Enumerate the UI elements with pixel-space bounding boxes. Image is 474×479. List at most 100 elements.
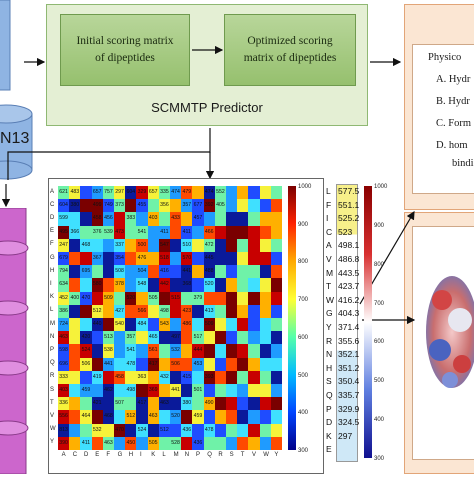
ranked-value: 324.5 <box>338 417 360 428</box>
heatmap-cell <box>259 370 271 384</box>
heatmap-cell <box>91 344 103 358</box>
heatmap-cell <box>270 212 282 226</box>
heatmap-cell: 500 <box>136 238 148 252</box>
heatmap-row-label: G <box>50 254 55 261</box>
heatmap-row-label: K <box>50 294 55 301</box>
heatmap-cell <box>226 370 238 384</box>
heatmap-cell <box>237 423 249 437</box>
heatmap-cell: 457 <box>192 212 204 226</box>
heatmap-cell: 507 <box>114 397 126 411</box>
heatmap-cell <box>270 278 282 292</box>
ranked-letter: R <box>326 335 333 346</box>
heatmap-cell <box>80 199 92 213</box>
heatmap-cell <box>270 318 282 332</box>
heatmap-cell <box>248 265 260 279</box>
heatmap-cell: 417 <box>136 397 148 411</box>
physico-item-d: D. hom <box>436 140 468 151</box>
heatmap-cell <box>214 212 226 226</box>
heatmap-cell <box>226 252 238 266</box>
heatmap-colorbar-tick: 600 <box>298 334 309 341</box>
heatmap-cell: 453 <box>192 357 204 371</box>
heatmap-cell: 390 <box>58 436 70 450</box>
heatmap-cell <box>125 318 137 332</box>
heatmap-cell <box>147 252 159 266</box>
ranked-letter: W <box>326 294 335 305</box>
heatmap-cell: 513 <box>102 331 114 345</box>
heatmap-row-label: A <box>50 188 55 195</box>
heatmap-cell <box>248 357 260 371</box>
heatmap-cell <box>69 436 81 450</box>
box2-line2: matrix of dipeptides <box>243 52 337 64</box>
heatmap-cell <box>147 304 159 318</box>
heatmap-cell <box>237 291 249 305</box>
heatmap-cell <box>114 436 126 450</box>
heatmap-cell <box>248 304 260 318</box>
heatmap-cell: 657 <box>91 186 103 200</box>
heatmap-cell: 498 <box>125 384 137 398</box>
heatmap-cell <box>80 318 92 332</box>
heatmap-cell: 354 <box>114 252 126 266</box>
heatmap-cell <box>192 238 204 252</box>
heatmap-col-label: N <box>184 452 190 458</box>
heatmap-cell <box>248 331 260 345</box>
heatmap-cell <box>158 291 170 305</box>
heatmap-cell: 483 <box>69 186 81 200</box>
heatmap-cell <box>248 318 260 332</box>
heatmap-cell <box>214 370 226 384</box>
heatmap-row-label: D <box>50 215 55 221</box>
heatmap-cell: 363 <box>136 370 148 384</box>
heatmap-cell <box>91 436 103 450</box>
heatmap-cell <box>102 238 114 252</box>
heatmap-cell <box>69 318 81 332</box>
heatmap-cell <box>214 423 226 437</box>
heatmap-cell <box>192 265 204 279</box>
heatmap-cell: 420 <box>80 331 92 345</box>
ranked-value-column <box>336 184 358 462</box>
heatmap-cell <box>125 370 137 384</box>
heatmap-cell <box>125 199 137 213</box>
heatmap-cell <box>170 370 182 384</box>
heatmap-cell <box>80 252 92 266</box>
heatmap-cell <box>203 357 215 371</box>
heatmap-cell <box>69 265 81 279</box>
heatmap-cell <box>270 331 282 345</box>
heatmap-cell <box>181 384 193 398</box>
heatmap-cell: 518 <box>158 252 170 266</box>
heatmap-cell <box>259 265 271 279</box>
ranked-colorbar-tick: 1000 <box>374 184 388 190</box>
heatmap-cell <box>170 265 182 279</box>
heatmap-cell <box>226 278 238 292</box>
heatmap-cell: 378 <box>114 278 126 292</box>
heatmap-colorbar-tick: 800 <box>298 259 309 266</box>
ranked-letter: L <box>326 186 331 196</box>
heatmap-row-label: F <box>50 241 54 248</box>
ranked-colorbar-tick: 900 <box>374 222 385 229</box>
heatmap-cell: 510 <box>181 238 193 252</box>
heatmap-cell <box>69 410 81 424</box>
heatmap-cell: 376 <box>91 225 103 239</box>
heatmap-cell <box>270 199 282 213</box>
heatmap-cell: 495 <box>58 225 70 239</box>
heatmap-cell <box>147 265 159 279</box>
ranked-value: 498.1 <box>338 240 360 251</box>
heatmap-cell <box>259 252 271 266</box>
optimized-matrix-box: Optimized scoring matrix of dipeptides <box>224 14 356 86</box>
heatmap-cell: 336 <box>58 397 70 411</box>
heatmap-cell <box>270 384 282 398</box>
heatmap-cell <box>158 384 170 398</box>
heatmap-cell <box>158 344 170 358</box>
heatmap-cell: 416 <box>158 265 170 279</box>
heatmap-cell: 403 <box>58 384 70 398</box>
heatmap-cell: 677 <box>192 199 204 213</box>
heatmap-cell: 440 <box>91 318 103 332</box>
heatmap-cell <box>125 423 137 437</box>
heatmap-cell: 356 <box>158 199 170 213</box>
heatmap-cell <box>203 410 215 424</box>
heatmap-cell <box>214 357 226 371</box>
ranked-value: 525.2 <box>338 213 360 224</box>
heatmap-row-label: M <box>50 320 55 327</box>
heatmap-cell <box>214 410 226 424</box>
heatmap-cell <box>259 344 271 358</box>
heatmap-cell <box>259 436 271 450</box>
